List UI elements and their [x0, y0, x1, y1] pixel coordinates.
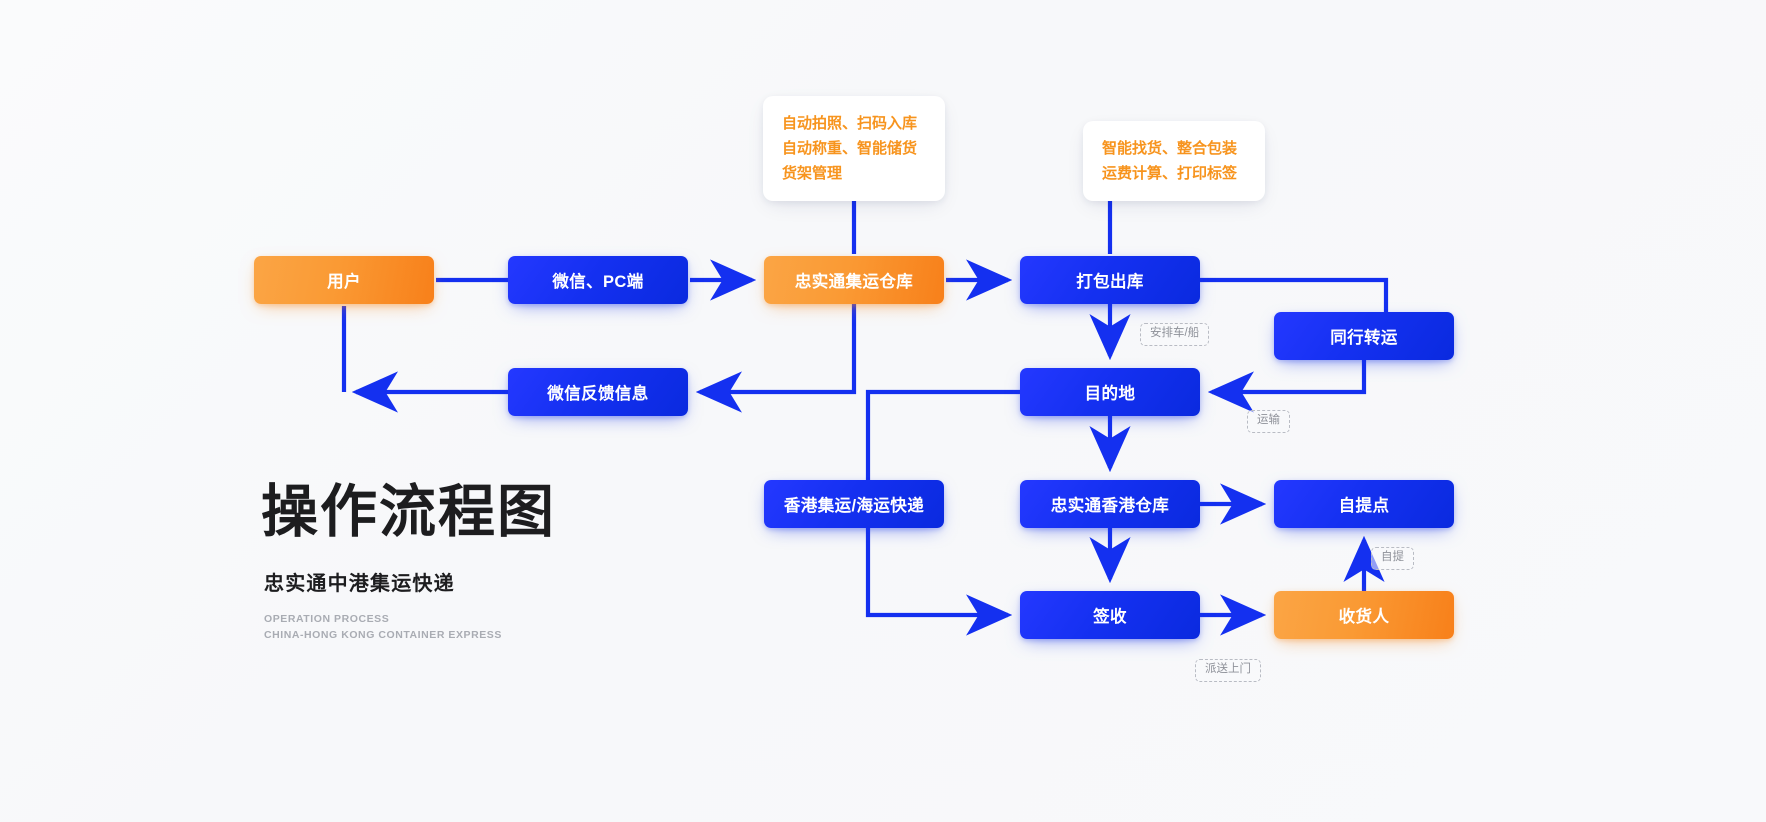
node-pickup-point[interactable]: 自提点 — [1274, 480, 1454, 528]
callout-line: 运费计算、打印标签 — [1102, 165, 1238, 182]
page-subtitle: 忠实通中港集运快递 — [264, 572, 455, 595]
node-hk-express[interactable]: 香港集运/海运快递 — [764, 480, 944, 528]
node-label: 目的地 — [1084, 385, 1136, 403]
node-label: 自提点 — [1338, 497, 1390, 515]
node-zst-hk-warehouse[interactable]: 忠实通香港仓库 — [1020, 480, 1200, 528]
node-user[interactable]: 用户 — [254, 256, 434, 304]
callout-line: 货架管理 — [782, 165, 843, 182]
english-subtitle-line2: CHINA-HONG KONG CONTAINER EXPRESS — [264, 628, 502, 641]
node-label: 同行转运 — [1330, 329, 1398, 347]
edge-destination-to-left-trunk — [865, 389, 1020, 480]
node-label: 打包出库 — [1076, 273, 1144, 291]
tag-self-pickup: 自提 — [1371, 547, 1414, 570]
node-sign-receive[interactable]: 签收 — [1020, 591, 1200, 639]
callout-line: 智能找货、整合包装 — [1102, 140, 1238, 157]
english-subtitle-line1: OPERATION PROCESS — [264, 612, 390, 625]
edge-warehouse-to-feedback — [695, 304, 857, 413]
node-wechat-pc[interactable]: 微信、PC端 — [508, 256, 688, 304]
edge-left-trunk-to-sign — [865, 528, 1013, 636]
node-peer-transit[interactable]: 同行转运 — [1274, 312, 1454, 360]
node-label: 微信、PC端 — [552, 273, 644, 291]
title-block: 操作流程图 忠实通中港集运快递 OPERATION PROCESS CHINA-… — [261, 480, 556, 643]
node-label: 忠实通集运仓库 — [794, 273, 914, 291]
callout-line: 自动拍照、扫码入库 — [782, 115, 918, 132]
node-destination[interactable]: 目的地 — [1020, 368, 1200, 416]
callout-line: 自动称重、智能储货 — [782, 140, 918, 157]
edge-packout-to-peer-transit — [1200, 277, 1389, 312]
tag-transport: 运输 — [1247, 410, 1290, 433]
node-label: 收货人 — [1338, 608, 1390, 626]
packing-callout: 智能找货、整合包装运费计算、打印标签 — [1083, 121, 1265, 201]
node-wechat-feedback[interactable]: 微信反馈信息 — [508, 368, 688, 416]
edge-peer-transit-to-destination — [1207, 360, 1367, 413]
node-zst-warehouse[interactable]: 忠实通集运仓库 — [764, 256, 944, 304]
node-pack-out[interactable]: 打包出库 — [1020, 256, 1200, 304]
node-label: 忠实通香港仓库 — [1050, 497, 1170, 515]
node-label: 香港集运/海运快递 — [783, 497, 925, 515]
warehouse-callout: 自动拍照、扫码入库自动称重、智能储货货架管理 — [763, 96, 945, 201]
tag-door-delivery: 派送上门 — [1195, 659, 1261, 682]
tag-arrange-vehicle: 安排车/船 — [1140, 323, 1210, 346]
page-title: 操作流程图 — [261, 480, 556, 544]
node-consignee[interactable]: 收货人 — [1274, 591, 1454, 639]
node-label: 签收 — [1093, 608, 1127, 626]
node-label: 微信反馈信息 — [547, 385, 649, 403]
node-label: 用户 — [327, 273, 361, 291]
